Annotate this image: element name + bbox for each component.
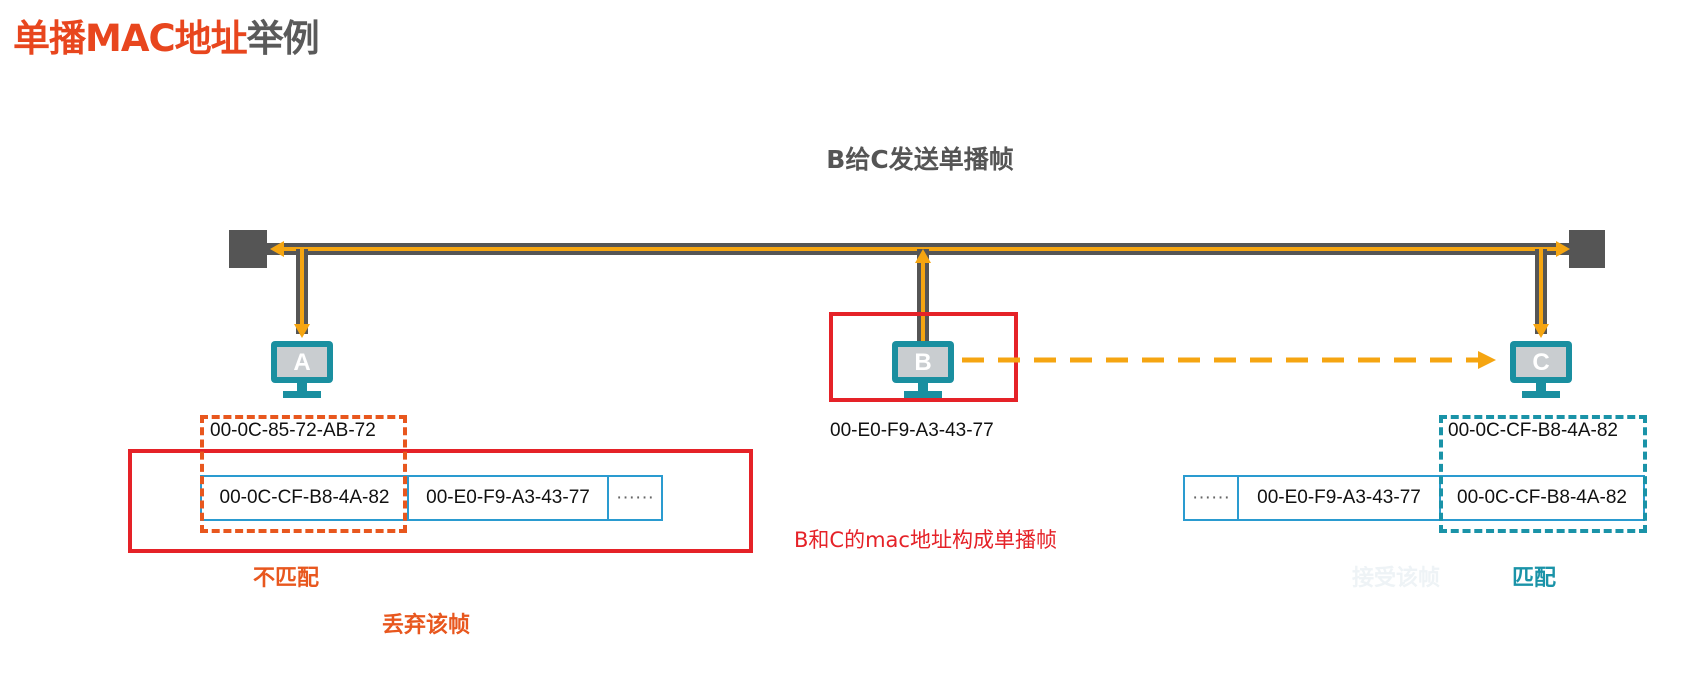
title-rest: 举例 <box>246 17 320 60</box>
frame-left-more: ······ <box>607 475 663 521</box>
mac-c: 00-0C-CF-B8-4A-82 <box>1448 420 1618 441</box>
title-highlight: 单播MAC地址 <box>13 17 248 60</box>
annotation-text: B和C的mac地址构成单播帧 <box>794 528 1057 552</box>
drop-b <box>915 249 931 341</box>
computer-a-label: A <box>293 349 310 376</box>
match-box <box>1439 415 1647 533</box>
frame-highlight-box <box>128 449 753 553</box>
frame-right-dst: 00-0C-CF-B8-4A-82 <box>1439 475 1645 521</box>
mismatch-box <box>200 415 407 533</box>
drop-a <box>294 249 310 338</box>
frame-right-more: ······ <box>1183 475 1239 521</box>
mac-b: 00-E0-F9-A3-43-77 <box>830 420 994 441</box>
accept-frame-label: 接受该帧 <box>1352 566 1441 591</box>
drop-c <box>1533 249 1549 338</box>
left-terminator <box>229 230 267 268</box>
frame-right-src: 00-E0-F9-A3-43-77 <box>1237 475 1441 521</box>
page-title: 单播MAC地址举例 <box>13 8 320 62</box>
match-label: 匹配 <box>1512 566 1557 591</box>
arrow-head-icon <box>1478 351 1496 369</box>
diagram-subtitle: B给C发送单播帧 <box>826 145 1014 174</box>
right-terminator <box>1569 230 1605 268</box>
mac-a: 00-0C-85-72-AB-72 <box>210 420 376 441</box>
frame-left-src: 00-E0-F9-A3-43-77 <box>407 475 609 521</box>
mismatch-label: 不匹配 <box>253 566 320 591</box>
computer-c-label: C <box>1532 349 1549 376</box>
computer-b-label: B <box>914 349 931 376</box>
drop-frame-label: 丢弃该帧 <box>382 613 471 638</box>
highlight-box-b <box>829 312 1018 402</box>
